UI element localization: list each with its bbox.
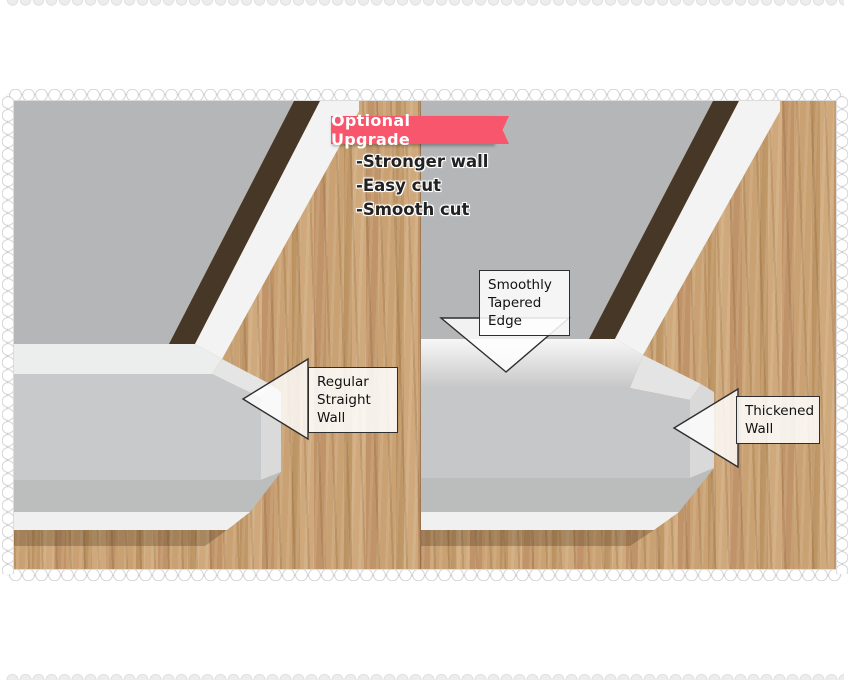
banner-label: Optional Upgrade bbox=[331, 111, 411, 149]
box-inner-shadow-gap bbox=[169, 101, 320, 344]
box-wall-face bbox=[14, 374, 261, 480]
box-bottom-bevel bbox=[421, 468, 714, 512]
callout-line: Regular bbox=[317, 374, 369, 390]
render-regular-wall-box bbox=[14, 101, 359, 546]
feature-item: -Smooth cut bbox=[356, 200, 470, 219]
arrow-left-icon bbox=[672, 387, 739, 469]
box-ground-shadow bbox=[421, 530, 654, 546]
callout-line: Straight bbox=[317, 392, 371, 408]
callout-line: Smoothly bbox=[488, 277, 552, 293]
box-ground-shadow bbox=[14, 530, 227, 546]
scallop-border-bottom bbox=[9, 569, 841, 581]
feature-item: -Easy cut bbox=[356, 176, 441, 195]
box-inner-shadow-gap bbox=[589, 101, 739, 339]
panel-divider bbox=[420, 101, 421, 569]
box-tapered-rim bbox=[421, 339, 643, 388]
scallop-border-right bbox=[836, 96, 848, 574]
wood-table-background bbox=[13, 100, 837, 570]
callout-smoothly-tapered-edge: Smoothly Tapered Edge bbox=[479, 270, 570, 336]
optional-upgrade-banner: Optional Upgrade bbox=[331, 111, 509, 149]
callout-line: Tapered bbox=[488, 295, 542, 311]
box-floor bbox=[14, 101, 294, 344]
scalloped-photo-frame bbox=[2, 89, 848, 581]
box-rim-receding bbox=[195, 101, 359, 359]
callout-line: Wall bbox=[317, 410, 346, 426]
callout-line: Edge bbox=[488, 313, 522, 329]
box-bottom-bevel bbox=[14, 472, 281, 512]
arrow-left-icon bbox=[241, 357, 309, 441]
ribbon-tail bbox=[493, 116, 509, 144]
callout-thickened-wall: Thickened Wall bbox=[736, 396, 820, 444]
box-bottom-edge bbox=[14, 512, 250, 530]
box-bottom-edge bbox=[421, 512, 679, 530]
box-corner-edge bbox=[630, 355, 701, 400]
callout-regular-straight-wall: Regular Straight Wall bbox=[308, 367, 398, 433]
feature-list: -Stronger wall -Easy cut -Smooth cut bbox=[356, 150, 488, 222]
adjacent-photo-edge-top bbox=[6, 0, 844, 6]
box-rim-front bbox=[14, 344, 222, 374]
box-wall-face bbox=[421, 388, 690, 478]
box-rim-receding bbox=[615, 101, 780, 355]
callout-line: Wall bbox=[745, 421, 774, 437]
feature-item: -Stronger wall bbox=[356, 152, 489, 171]
box-corner-edge bbox=[212, 359, 270, 398]
adjacent-photo-edge-bottom bbox=[6, 673, 844, 680]
callout-line: Thickened bbox=[745, 403, 815, 419]
